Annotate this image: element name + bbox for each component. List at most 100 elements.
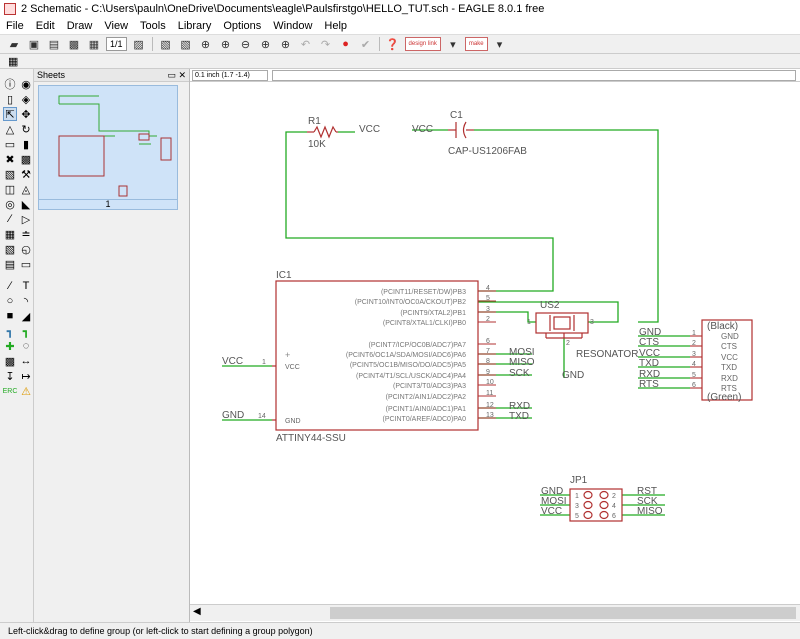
chevron-down-icon[interactable]: ▾ — [450, 38, 456, 51]
optimize-icon[interactable]: ≐ — [21, 228, 31, 241]
erc-icon[interactable]: ERC — [2, 387, 18, 395]
coordinate-display: 0.1 inch (1.7 -1.4) — [192, 70, 268, 81]
scroll-left-icon[interactable]: ◀ — [193, 606, 201, 617]
sheet-select[interactable]: 1/1 — [106, 37, 127, 51]
menu-window[interactable]: Window — [273, 20, 313, 32]
slice-icon[interactable]: ◵ — [21, 243, 31, 256]
ic1-pin-label: (PCINT11/RESET/DW)PB3 — [381, 289, 466, 296]
c1-value: CAP-US1206FAB — [448, 146, 527, 157]
command-bar: 0.1 inch (1.7 -1.4) — [190, 69, 800, 82]
group-icon[interactable]: ⇱ — [3, 107, 17, 121]
miter-icon[interactable]: ◣ — [21, 198, 31, 211]
zoom-redraw-icon[interactable]: ⊕ — [260, 38, 271, 51]
cam-icon[interactable]: ▩ — [68, 38, 80, 51]
module-icon[interactable]: ↔ — [20, 355, 32, 367]
panel-float-close-icon[interactable]: ▭ ✕ — [167, 69, 186, 80]
ic1-pin-number: 3 — [486, 306, 490, 313]
go-icon[interactable]: ✔ — [360, 38, 371, 51]
chevron-down-icon[interactable]: ▾ — [496, 38, 503, 51]
port-icon[interactable]: ↧ — [5, 370, 15, 383]
add-icon[interactable]: ▩ — [20, 153, 32, 166]
junction-icon[interactable]: ✚ — [5, 340, 15, 353]
zoom-out-icon[interactable]: ⊖ — [240, 38, 251, 51]
line-icon[interactable]: ∕ — [9, 280, 11, 292]
text-icon[interactable]: T — [22, 280, 30, 292]
zoom-in-icon[interactable]: ⊕ — [220, 38, 231, 51]
ftdi-pin-name: RXD — [721, 374, 738, 383]
stop-icon[interactable]: ● — [342, 38, 349, 50]
save-icon[interactable]: ▣ — [28, 38, 40, 51]
move-icon[interactable]: ✥ — [21, 108, 31, 121]
grid-icon[interactable]: ▦ — [8, 56, 19, 68]
gate-swap-icon[interactable]: ▦ — [4, 228, 16, 241]
circle-icon[interactable]: ○ — [6, 295, 14, 307]
warning-icon[interactable]: ⚠ — [21, 385, 31, 398]
menu-library[interactable]: Library — [177, 20, 212, 32]
schematic-canvas[interactable]: R1 10K VCC C1 CAP-US1206FAB VCC IC1 ATTI… — [190, 82, 800, 604]
smash-icon[interactable]: ◎ — [5, 198, 15, 211]
us2-pin-number: 3 — [590, 319, 594, 326]
make-button[interactable]: make — [464, 37, 488, 51]
dimension-icon[interactable]: ↦ — [21, 370, 31, 383]
split-icon[interactable]: ∕ — [9, 213, 11, 225]
mirror-icon[interactable]: △ — [5, 123, 15, 136]
library-icon[interactable]: ▧ — [180, 38, 191, 51]
arc-icon[interactable]: ◝ — [23, 295, 29, 308]
print-icon[interactable]: ▤ — [48, 38, 60, 51]
value-icon[interactable]: ◬ — [21, 183, 31, 196]
ic1-pin-label: (PCINT7/ICP/OC0B/ADC7)PA7 — [368, 342, 466, 349]
ftdi-pin-name: TXD — [721, 363, 737, 372]
show-icon[interactable]: ◉ — [21, 78, 31, 91]
wrench-icon[interactable]: ⚒ — [21, 168, 31, 181]
display-icon[interactable]: ▯ — [6, 93, 14, 106]
replace-icon[interactable]: ▧ — [4, 168, 16, 181]
menu-draw[interactable]: Draw — [66, 20, 93, 32]
invoke-icon[interactable]: ▷ — [21, 213, 31, 226]
attribute-icon[interactable]: ▤ — [4, 258, 16, 271]
menu-help[interactable]: Help — [324, 20, 348, 32]
ic1-pin-number: 1 — [262, 359, 266, 366]
ulp-icon[interactable]: ▨ — [133, 38, 144, 51]
frame-icon[interactable]: ▩ — [4, 355, 16, 368]
zoom-fit-icon[interactable]: ⊕ — [200, 38, 211, 51]
sheets-panel-title: Sheets — [37, 70, 66, 80]
copy-icon[interactable]: ▭ — [4, 138, 16, 151]
vcc-net-label: VCC — [222, 356, 243, 367]
scrollbar-thumb[interactable] — [330, 607, 796, 619]
ftdi-pin-number: 6 — [692, 382, 696, 389]
command-line-input[interactable] — [272, 70, 796, 81]
lock-icon[interactable]: ▭ — [20, 258, 32, 271]
script-icon[interactable]: ▧ — [160, 38, 171, 51]
polygon-icon[interactable]: ◢ — [21, 310, 31, 323]
schematic-drawing[interactable]: R1 10K VCC C1 CAP-US1206FAB VCC IC1 ATTI… — [190, 82, 800, 604]
info-icon[interactable]: ⓘ — [4, 79, 16, 91]
sheets-panel: Sheets ▭ ✕ 1 — [34, 69, 190, 622]
pinswap-icon[interactable]: ▧ — [4, 243, 16, 256]
delete-icon[interactable]: ✖ — [5, 153, 15, 166]
undo-icon[interactable]: ↶ — [300, 38, 311, 51]
menu-options[interactable]: Options — [223, 20, 262, 32]
help-icon[interactable]: ❓ — [385, 38, 400, 51]
menu-view[interactable]: View — [104, 20, 129, 32]
sheet-thumbnail[interactable] — [38, 85, 178, 200]
horizontal-scrollbar[interactable]: ◀ — [190, 604, 800, 621]
ic1-pin-number: 4 — [486, 285, 490, 292]
paste-icon[interactable]: ▮ — [22, 138, 30, 151]
label-icon[interactable]: ◌ — [22, 340, 30, 352]
menu-file[interactable]: File — [6, 20, 24, 32]
rectangle-icon[interactable]: ■ — [6, 310, 14, 322]
name-icon[interactable]: ◫ — [4, 183, 16, 196]
rotate-icon[interactable]: ↻ — [21, 123, 31, 136]
net-icon[interactable]: ┓ — [22, 325, 30, 338]
menu-edit[interactable]: Edit — [35, 20, 55, 32]
menu-tools[interactable]: Tools — [140, 20, 166, 32]
redo-icon[interactable]: ↷ — [320, 38, 331, 51]
ic1-pin-label: (PCINT8/XTAL1/CLKI)PB0 — [383, 320, 466, 327]
mark-icon[interactable]: ◈ — [21, 93, 31, 106]
ic1-power-symbol: + — [285, 350, 290, 360]
bus-icon[interactable]: ┓ — [6, 325, 14, 338]
open-icon[interactable]: ▰ — [9, 38, 19, 51]
design-link-button[interactable]: design link — [404, 37, 441, 51]
board-icon[interactable]: ▦ — [88, 38, 100, 51]
zoom-select-icon[interactable]: ⊕ — [280, 38, 291, 51]
